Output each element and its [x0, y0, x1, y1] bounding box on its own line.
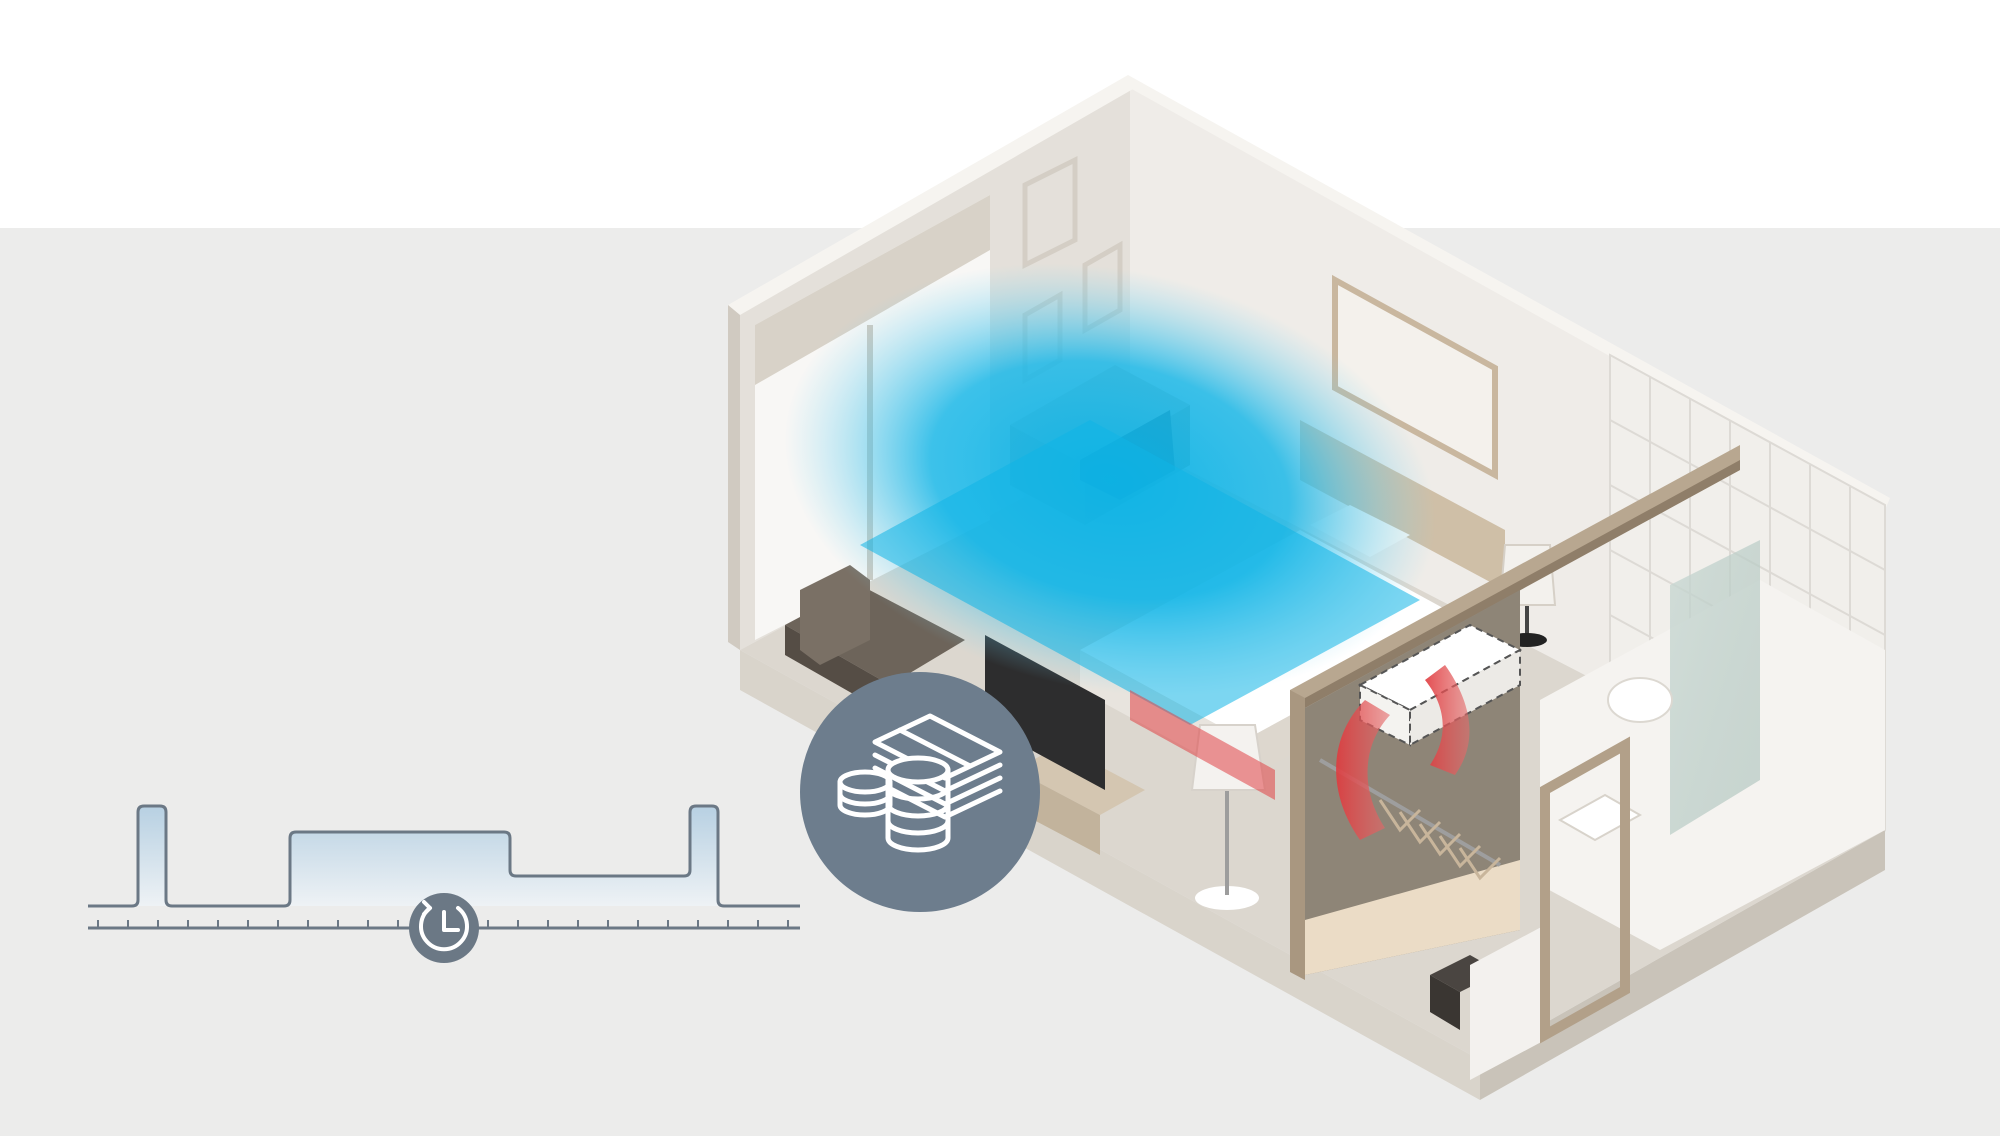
warm-air-flow [1130, 665, 1470, 840]
front-left-wall-edge [728, 305, 740, 650]
cost-badge [800, 672, 1040, 912]
television [985, 635, 1105, 790]
timeline-profile-fill [138, 806, 166, 906]
clothes-hangers [1378, 799, 1502, 881]
occupancy-timeline [88, 804, 800, 963]
floor-slab-right [1480, 830, 1885, 1100]
bathroom [1540, 540, 1885, 1044]
toilet [1607, 677, 1673, 723]
wall-top-left [728, 75, 1140, 315]
closet-front-panel [1470, 925, 1545, 1080]
timeline-ticks [97, 920, 789, 928]
timeline-profile-fill-2 [290, 806, 718, 906]
wall-picture [1332, 274, 1498, 481]
money-stack-coins-icon [837, 713, 1003, 853]
cool-air-floor [860, 420, 1420, 725]
wall-top-right [1128, 75, 1890, 510]
bathroom-door-frame [1540, 736, 1630, 1044]
partition-wall [1290, 445, 1740, 980]
clock-cycle-icon [409, 893, 479, 963]
shower-glass [1670, 540, 1760, 835]
timeline-profile-line [88, 804, 800, 908]
